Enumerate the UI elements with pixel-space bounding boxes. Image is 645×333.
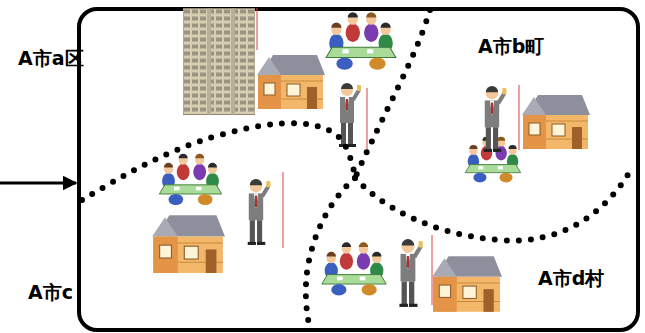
district-label: A市b町 bbox=[478, 34, 544, 58]
district-border bbox=[82, 10, 632, 330]
meeting-icon bbox=[322, 242, 386, 295]
pointer-arrow bbox=[0, 182, 76, 185]
official-icon bbox=[339, 83, 361, 147]
house-icon bbox=[522, 95, 590, 149]
house-icon bbox=[257, 55, 325, 109]
district-label: A市c bbox=[28, 280, 73, 304]
district-label: A市a区 bbox=[18, 46, 84, 70]
meeting-icon bbox=[159, 154, 221, 205]
official-icon bbox=[484, 86, 507, 152]
house-icon bbox=[152, 215, 225, 273]
office-building bbox=[183, 9, 255, 115]
district-label: A市d村 bbox=[538, 266, 604, 290]
city-boundary bbox=[79, 9, 638, 330]
house-icon bbox=[432, 256, 502, 312]
meeting-icon bbox=[326, 12, 396, 69]
official-icon bbox=[248, 179, 271, 245]
official-icon bbox=[399, 239, 422, 307]
